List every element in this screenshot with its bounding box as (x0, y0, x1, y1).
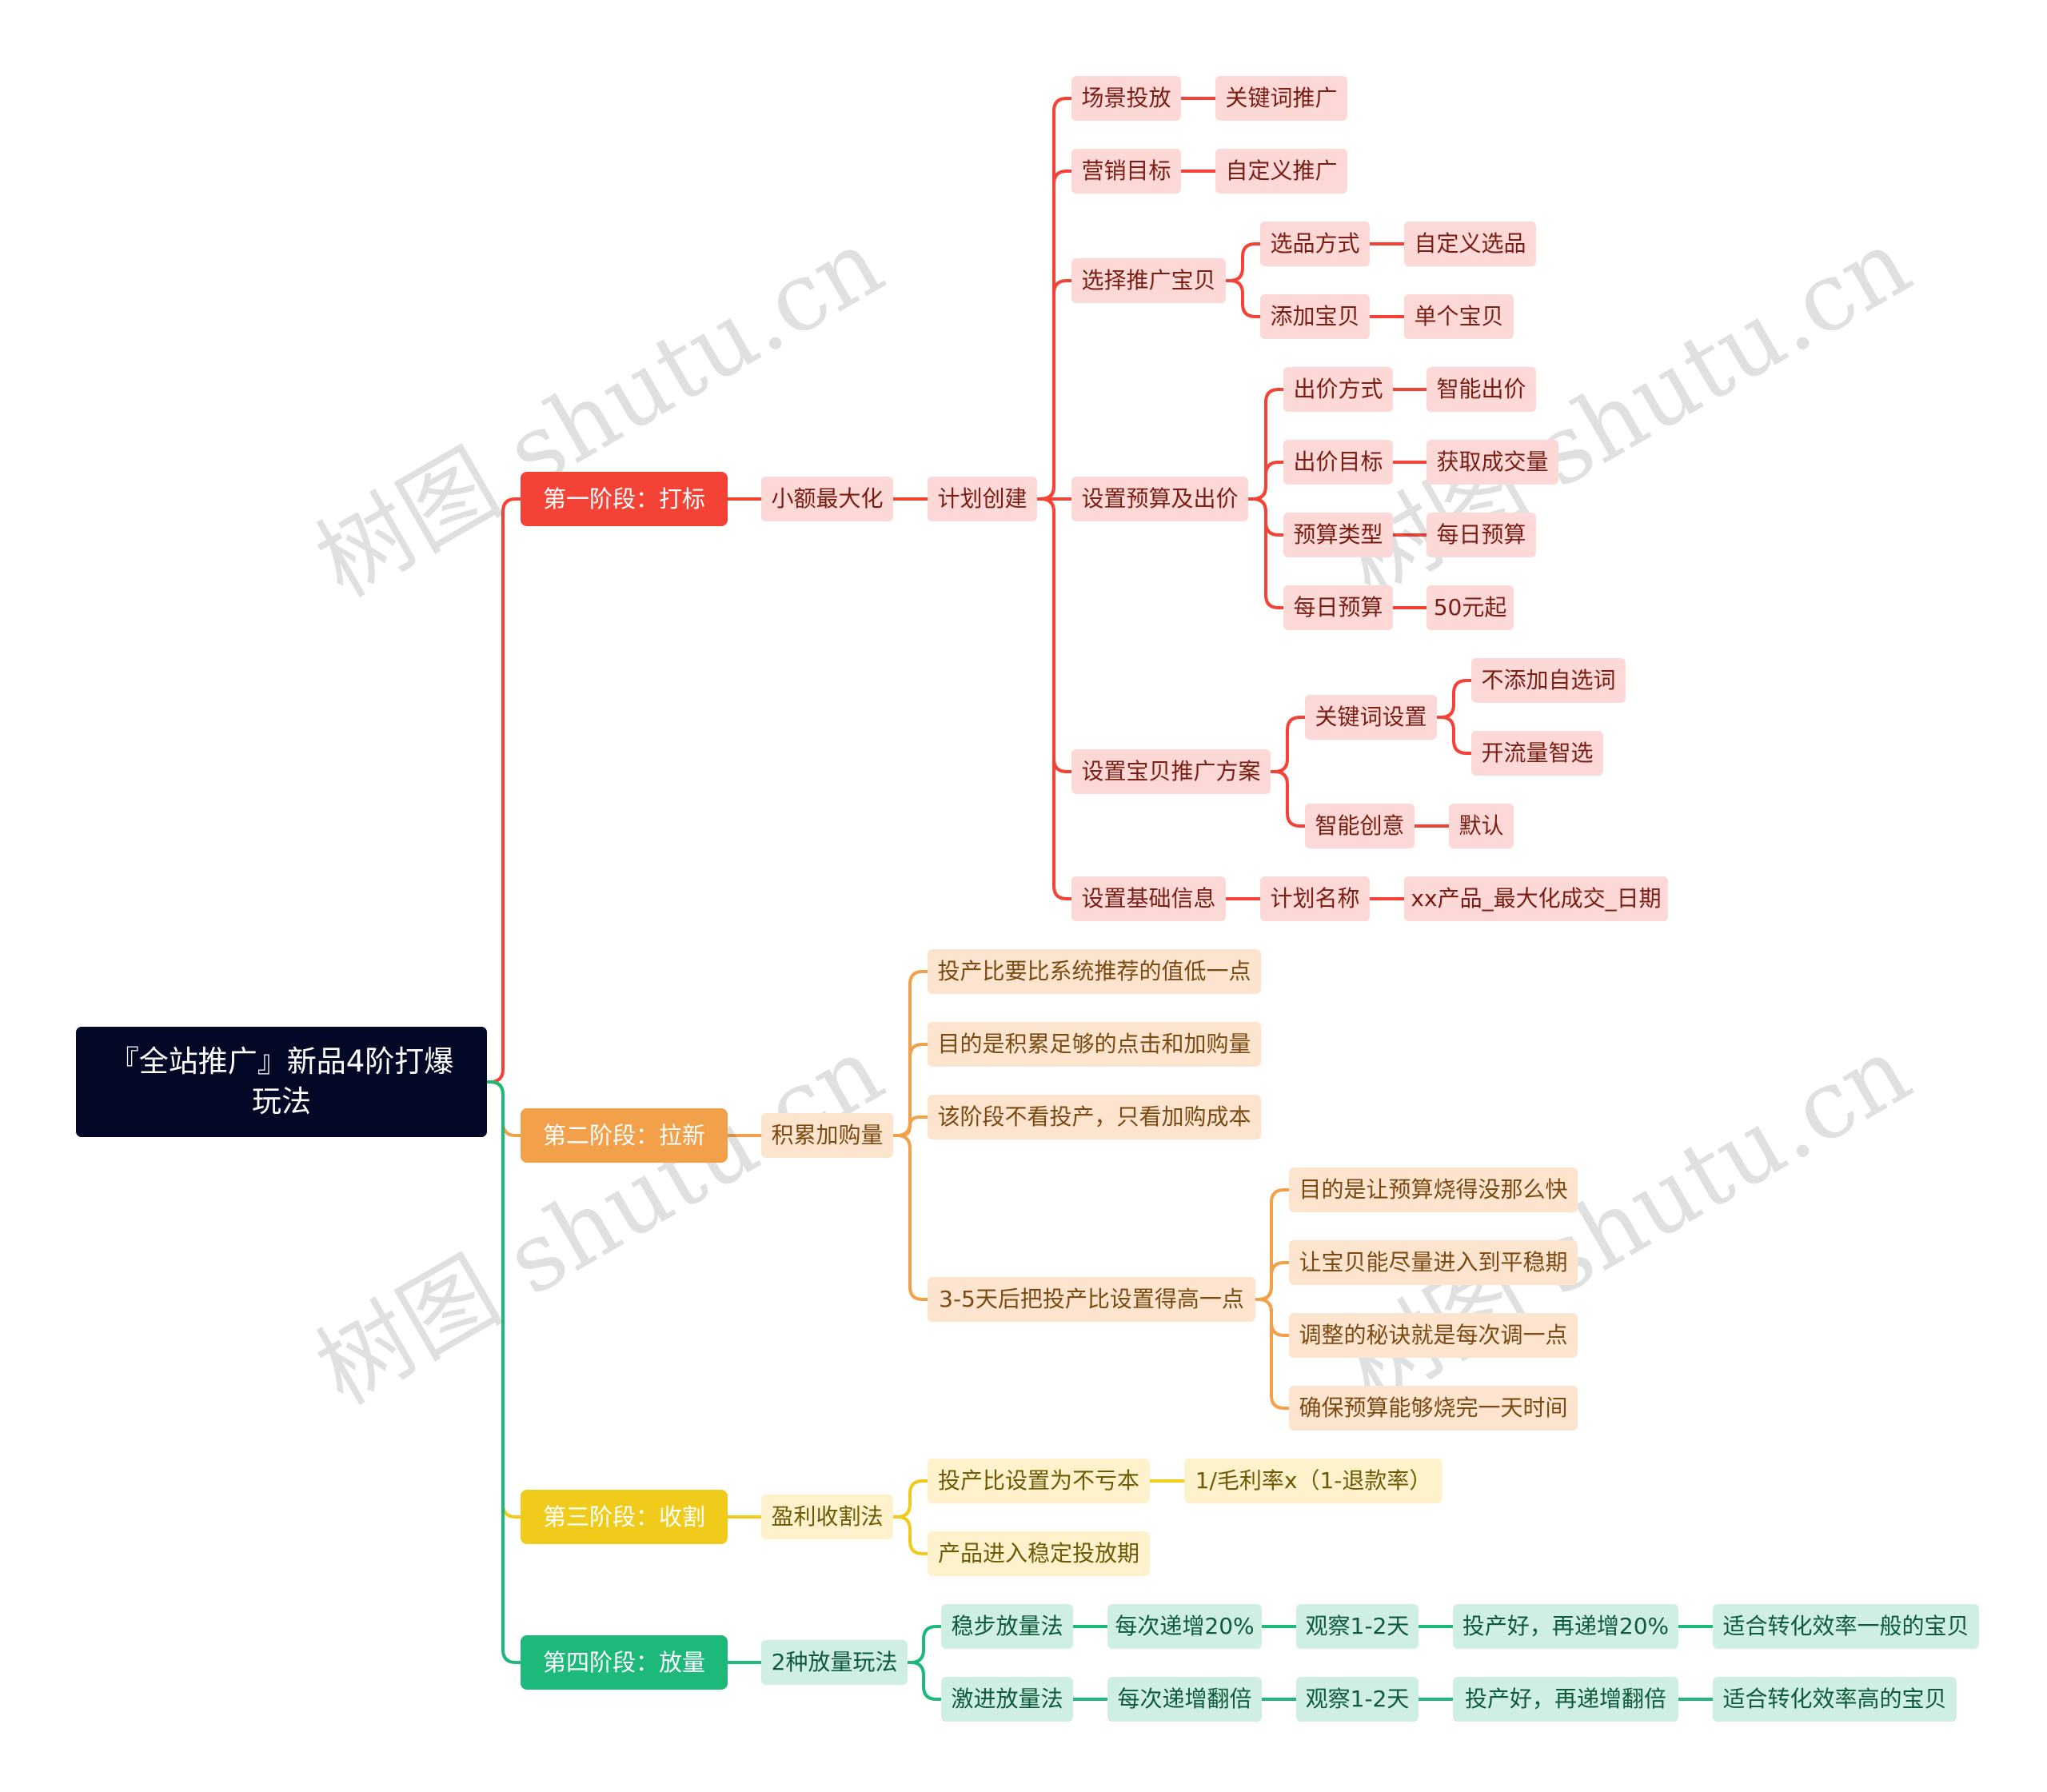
connector-line (1226, 279, 1260, 318)
topic-node[interactable]: 默认 (1449, 804, 1514, 848)
topic-node[interactable]: 观察1-2天 (1296, 1604, 1419, 1649)
topic-node[interactable]: 设置宝贝推广方案 (1071, 749, 1271, 794)
topic-node[interactable]: 激进放量法 (941, 1677, 1073, 1722)
topic-node[interactable]: 确保预算能够烧完一天时间 (1289, 1386, 1578, 1431)
connector-line (1226, 242, 1260, 282)
topic-node[interactable]: 调整的秘诀就是每次调一点 (1289, 1313, 1578, 1358)
stage-2-node[interactable]: 第二阶段：拉新 (521, 1108, 728, 1163)
topic-node[interactable]: 场景投放 (1071, 76, 1181, 121)
connector-line (908, 1661, 941, 1701)
topic-node[interactable]: 每日预算 (1283, 585, 1393, 630)
connector-line (1271, 770, 1305, 828)
topic-node[interactable]: 设置基础信息 (1071, 876, 1226, 921)
stage-1-node[interactable]: 第一阶段：打标 (521, 472, 728, 526)
connector-line (1437, 679, 1471, 719)
topic-node[interactable]: 投产好，再递增翻倍 (1453, 1677, 1678, 1722)
connector-line (1248, 461, 1283, 501)
topic-node[interactable]: 投产好，再递增20% (1453, 1604, 1678, 1649)
topic-node[interactable]: 目的是积累足够的点击和加购量 (928, 1022, 1261, 1067)
topic-node[interactable]: 添加宝贝 (1260, 294, 1370, 339)
root-node[interactable]: 『全站推广』新品4阶打爆玩法 (76, 1027, 487, 1137)
connector-line (908, 1625, 941, 1664)
topic-node[interactable]: 选择推广宝贝 (1071, 258, 1226, 303)
topic-node[interactable]: 目的是让预算烧得没那么快 (1289, 1167, 1578, 1212)
topic-node[interactable]: 投产比设置为不亏本 (928, 1459, 1150, 1503)
topic-node[interactable]: 智能创意 (1305, 804, 1415, 848)
topic-node[interactable]: 3-5天后把投产比设置得高一点 (928, 1277, 1255, 1322)
topic-node[interactable]: 2种放量玩法 (761, 1640, 908, 1685)
stage-3-node[interactable]: 第三阶段：收割 (521, 1490, 728, 1544)
topic-node[interactable]: 积累加购量 (761, 1113, 893, 1158)
connector-line (1271, 716, 1305, 773)
topic-node[interactable]: 每次递增20% (1107, 1604, 1262, 1649)
topic-node[interactable]: 关键词设置 (1305, 695, 1437, 740)
topic-node[interactable]: 预算类型 (1283, 513, 1393, 557)
connector-line (1037, 279, 1071, 501)
connector-line (893, 1479, 928, 1519)
topic-node[interactable]: 1/毛利率x（1-退款率） (1184, 1459, 1442, 1503)
topic-node[interactable]: 适合转化效率一般的宝贝 (1713, 1604, 1979, 1649)
topic-node[interactable]: 单个宝贝 (1404, 294, 1514, 339)
connector-line (1255, 1298, 1289, 1410)
connector-line (1037, 497, 1071, 900)
topic-node[interactable]: 计划名称 (1260, 876, 1370, 921)
topic-node[interactable]: 不添加自选词 (1471, 658, 1626, 703)
topic-node[interactable]: 营销目标 (1071, 149, 1181, 194)
topic-node[interactable]: 盈利收割法 (761, 1495, 893, 1539)
topic-node[interactable]: 选品方式 (1260, 222, 1370, 266)
topic-node[interactable]: 每日预算 (1427, 513, 1536, 557)
topic-node[interactable]: 让宝贝能尽量进入到平稳期 (1289, 1240, 1578, 1285)
connector-line (1255, 1261, 1289, 1301)
topic-node[interactable]: 自定义选品 (1404, 222, 1536, 266)
topic-node[interactable]: 每次递增翻倍 (1107, 1677, 1262, 1722)
connector-line (487, 1080, 521, 1664)
topic-node[interactable]: 50元起 (1427, 585, 1514, 630)
topic-node[interactable]: 关键词推广 (1215, 76, 1347, 121)
topic-node[interactable]: 自定义推广 (1215, 149, 1347, 194)
topic-node[interactable]: 获取成交量 (1427, 440, 1558, 485)
topic-node[interactable]: 出价目标 (1283, 440, 1393, 485)
topic-node[interactable]: 稳步放量法 (941, 1604, 1073, 1649)
topic-node[interactable]: 投产比要比系统推荐的值低一点 (928, 949, 1261, 994)
topic-node[interactable]: 设置预算及出价 (1071, 477, 1248, 521)
topic-node[interactable]: 观察1-2天 (1296, 1677, 1419, 1722)
topic-node[interactable]: 适合转化效率高的宝贝 (1713, 1677, 1957, 1722)
connector-line (893, 1515, 928, 1555)
topic-node[interactable]: 智能出价 (1427, 367, 1536, 412)
topic-node[interactable]: 出价方式 (1283, 367, 1393, 412)
connector-line (1437, 716, 1471, 755)
connector-line (893, 1134, 928, 1301)
topic-node[interactable]: xx产品_最大化成交_日期 (1404, 876, 1668, 921)
topic-node[interactable]: 小额最大化 (761, 477, 893, 521)
topic-node[interactable]: 计划创建 (928, 477, 1037, 521)
stage-4-node[interactable]: 第四阶段：放量 (521, 1635, 728, 1690)
topic-node[interactable]: 开流量智选 (1471, 731, 1603, 776)
connector-line (487, 497, 521, 1084)
connector-line (893, 1116, 928, 1137)
connector-line (1248, 497, 1283, 609)
topic-node[interactable]: 该阶段不看投产，只看加购成本 (928, 1095, 1261, 1139)
topic-node[interactable]: 产品进入稳定投放期 (928, 1531, 1150, 1576)
